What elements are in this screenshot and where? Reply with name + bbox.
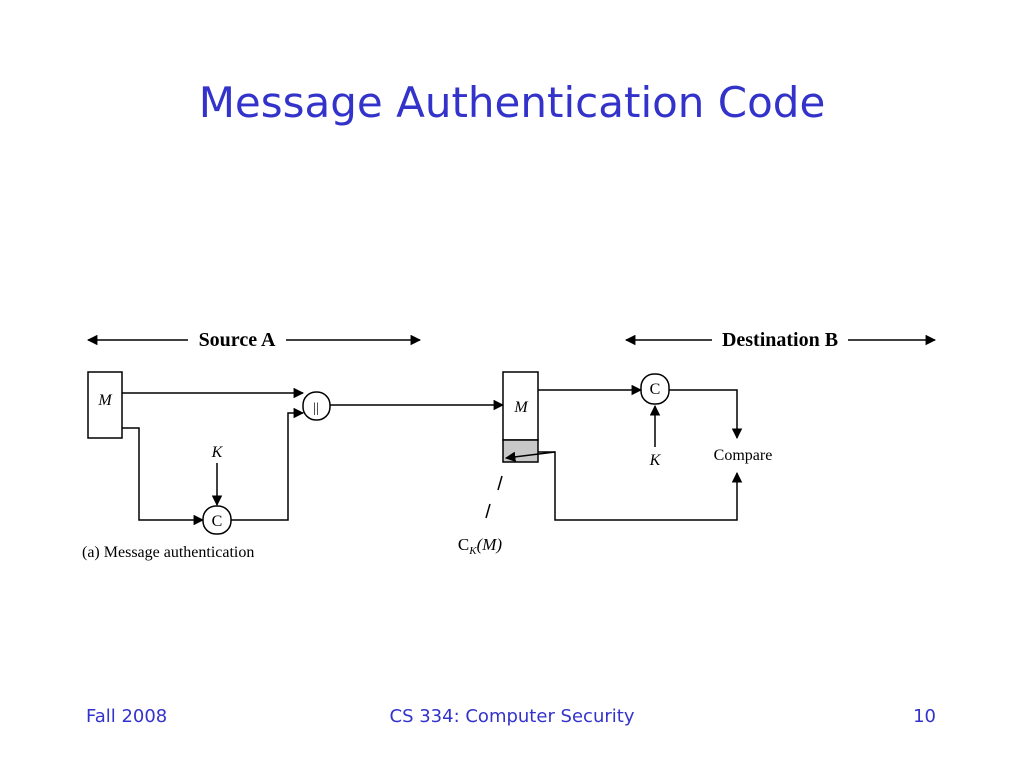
receiver-mac-node	[640, 373, 670, 405]
source-label: Source A	[199, 329, 276, 351]
receiver-key-label: K	[649, 452, 662, 469]
footer-date: Fall 2008	[86, 706, 168, 727]
sender-mac-label: C	[212, 513, 223, 530]
mac-value-argument: (M)	[477, 535, 503, 554]
receiver-message-label: M	[513, 399, 529, 416]
concat-label: ||	[313, 401, 319, 416]
footer-course: CS 334: Computer Security	[389, 706, 635, 727]
slide-title: Message Authentication Code	[198, 78, 826, 127]
receiver-mac-to-compare-path	[669, 389, 743, 440]
receiver-mac-label: C	[650, 381, 661, 398]
compare-label: Compare	[714, 447, 773, 464]
receiver-mac-box	[502, 439, 539, 463]
sender-key-label: K	[211, 444, 224, 461]
mac-value-label: CK(M)	[458, 535, 503, 557]
mac-value-main: C	[458, 535, 469, 554]
destination-span: Destination B	[624, 329, 937, 351]
mac-pointer-dash-2	[485, 503, 491, 519]
message-to-mac-path	[122, 427, 205, 526]
transmitted-mac-to-compare-path	[538, 451, 743, 521]
concat-node	[302, 391, 331, 421]
source-span: Source A	[86, 329, 422, 351]
transmitted-mac-arrow	[504, 451, 556, 463]
mac-pointer-dash-1	[497, 475, 503, 491]
footer-slide-number: 10	[913, 706, 936, 727]
sender-message-box	[87, 371, 123, 439]
sender-message-label: M	[97, 392, 113, 409]
mac-to-concat-path	[231, 407, 305, 521]
destination-label: Destination B	[722, 329, 838, 351]
diagram-caption: (a) Message authentication	[82, 544, 254, 561]
mac-value-subscript: K	[468, 545, 477, 557]
